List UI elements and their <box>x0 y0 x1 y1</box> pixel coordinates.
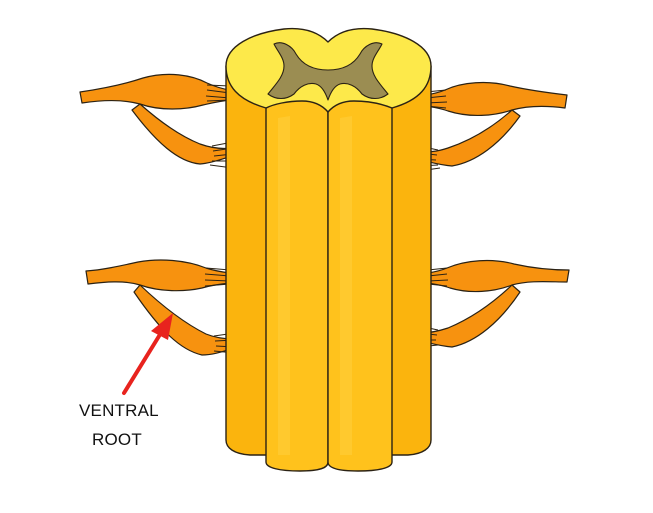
arrow-head <box>151 313 173 340</box>
right-lateral-column <box>385 65 432 456</box>
spinal-nerves <box>79 73 570 356</box>
lower-right-dorsal-root <box>427 259 570 293</box>
lower-left-spinal-nerve <box>85 259 236 356</box>
upper-right-ventral-root <box>419 109 521 167</box>
ventral-label-line-2: ROOT <box>92 430 142 449</box>
upper-left-ventral-root <box>131 103 233 165</box>
right-anterior-column <box>327 99 393 472</box>
lower-left-ventral-root <box>133 284 235 356</box>
upper-right-spinal-nerve <box>418 81 568 172</box>
lower-right-ventral-root <box>419 284 521 348</box>
upper-left-spinal-nerve <box>79 73 234 169</box>
left-lateral-column <box>225 65 273 456</box>
upper-left-dorsal-root <box>79 73 231 110</box>
left-anterior-column <box>265 99 329 472</box>
ventral-root-pointer <box>122 313 173 395</box>
upper-right-dorsal-root <box>425 81 568 117</box>
left-column-highlight <box>278 116 290 455</box>
ventral-label-line-1: VENTRAL <box>79 401 159 420</box>
arrow-shaft <box>122 326 166 395</box>
grey-matter <box>267 42 389 101</box>
right-column-highlight <box>340 116 352 455</box>
lower-right-spinal-nerve <box>418 259 570 348</box>
upper-left-rootlets <box>205 84 234 169</box>
spinal-cord <box>225 27 432 472</box>
